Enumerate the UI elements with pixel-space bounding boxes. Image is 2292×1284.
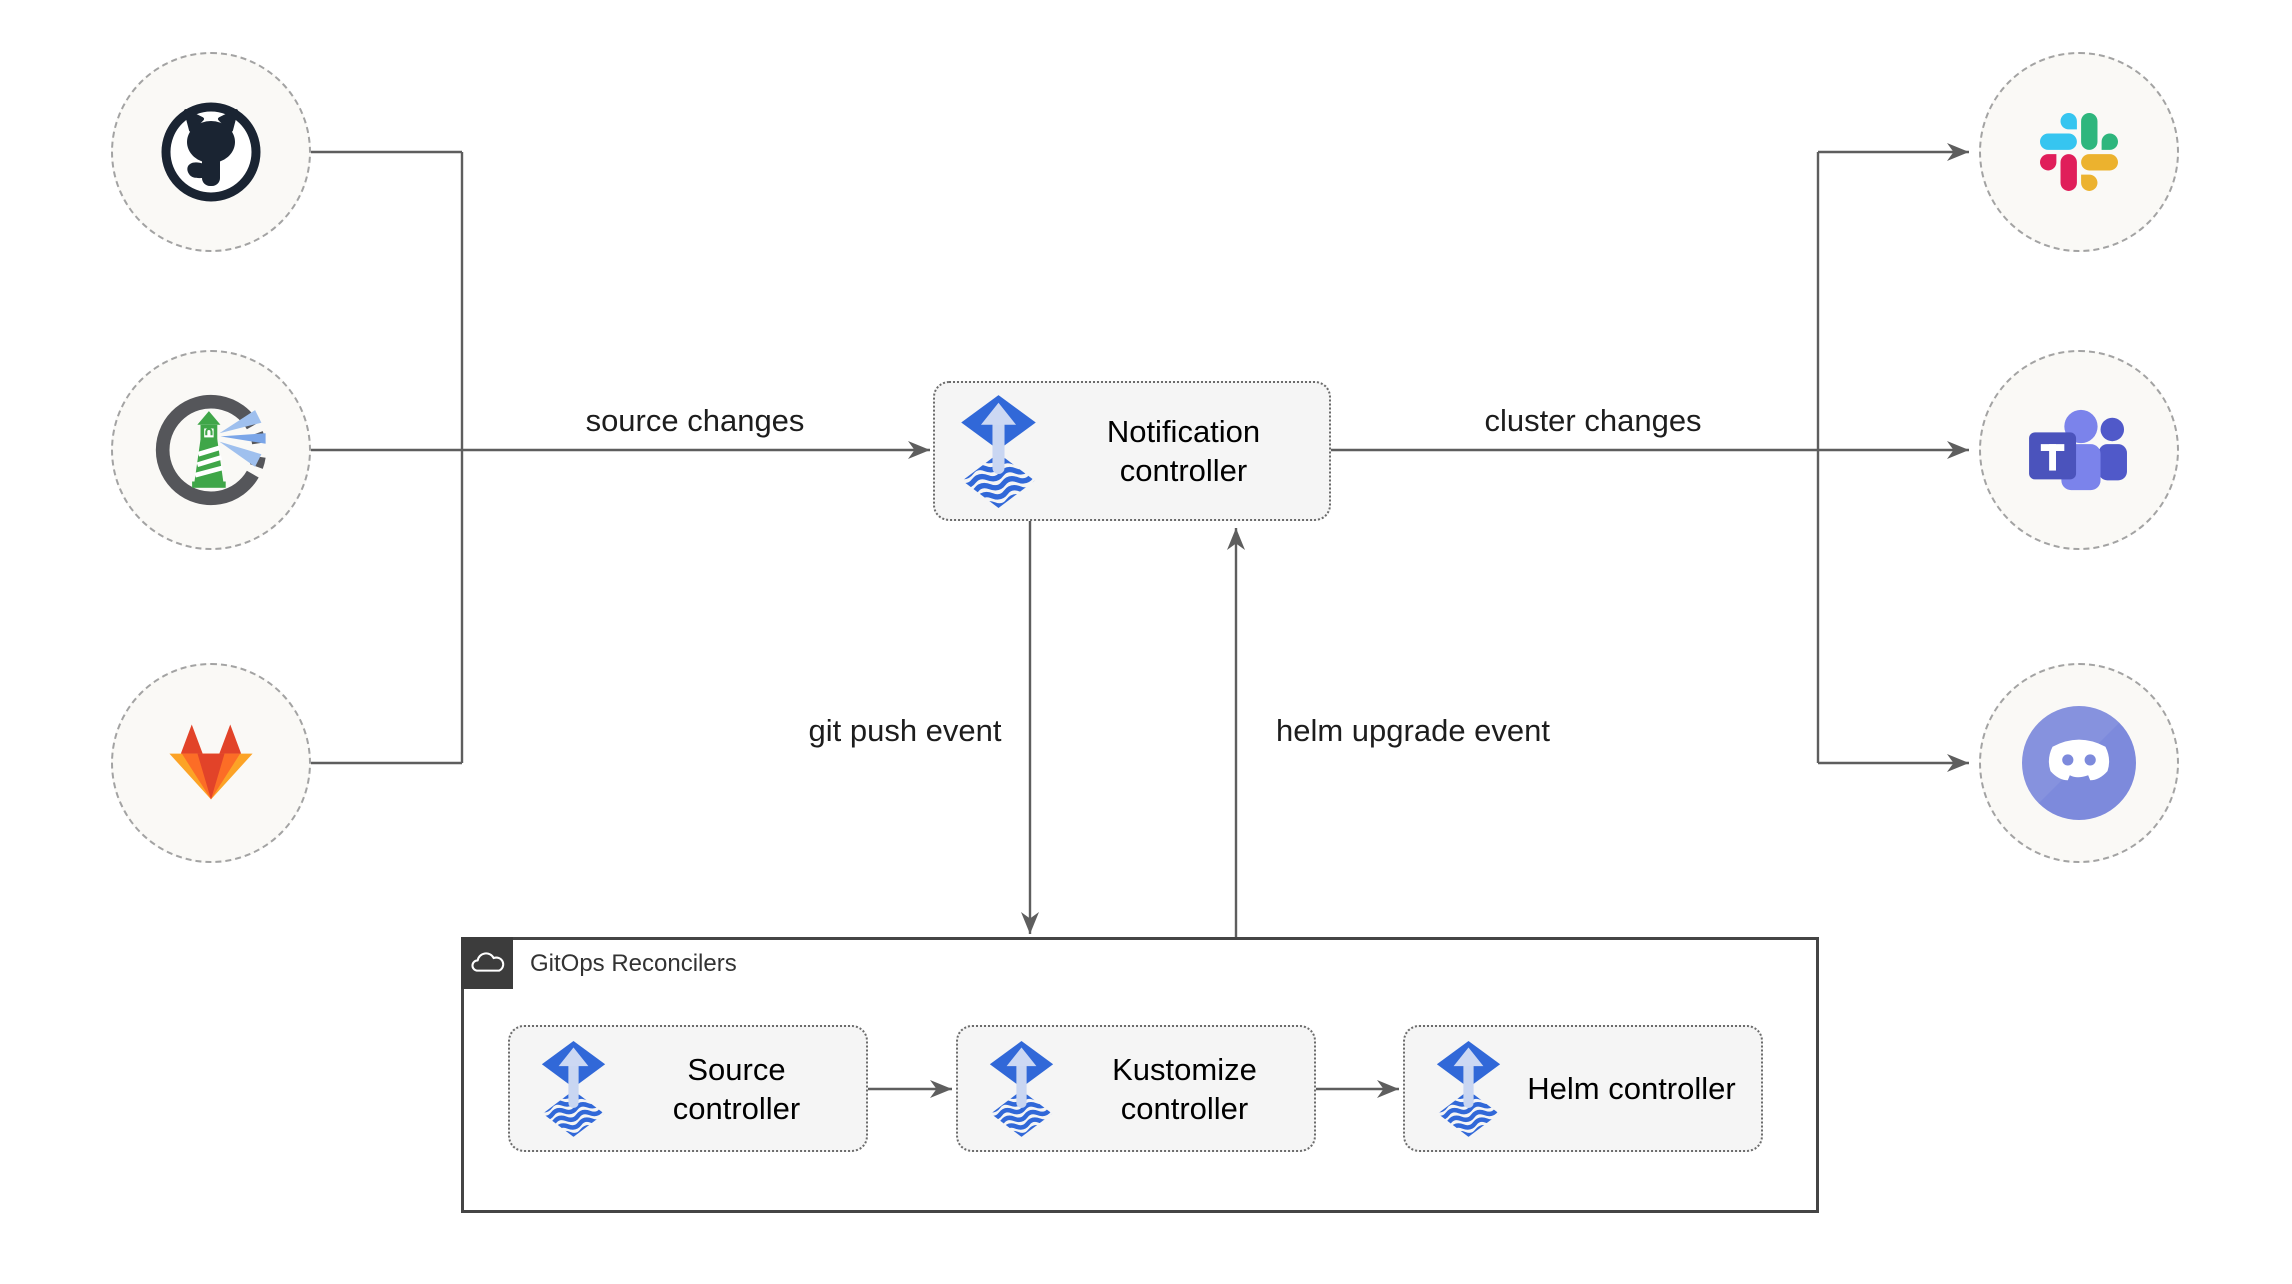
gitlab-node [111, 663, 311, 863]
kustomize-controller-label: Kustomize controller [1112, 1051, 1257, 1126]
flux-icon [1435, 1040, 1502, 1137]
helm-controller-label: Helm controller [1527, 1071, 1736, 1106]
container-corner [461, 937, 513, 989]
slack-icon [2040, 113, 2118, 191]
helm-upgrade-event-label: helm upgrade event [1275, 713, 1551, 748]
flux-icon [540, 1040, 607, 1137]
cluster-changes-label: cluster changes [1484, 403, 1702, 438]
kustomize-controller-node: Kustomize controller [956, 1025, 1316, 1152]
source-changes-label: source changes [585, 403, 805, 438]
github-icon [161, 102, 261, 202]
discord-icon [2022, 706, 2136, 820]
discord-node [1979, 663, 2179, 863]
teams-node [1979, 350, 2179, 550]
notification-controller-label: Notification controller [1106, 414, 1261, 488]
cloud-icon [471, 951, 505, 972]
harbor-icon [155, 394, 266, 506]
container-title: GitOps Reconcilers [530, 950, 737, 977]
gitops-reconcilers-container: GitOps Reconcilers [461, 937, 1819, 1213]
notification-controller-node: Notification controller [933, 381, 1331, 521]
flux-icon [988, 1040, 1055, 1137]
gitlab-icon [169, 724, 253, 800]
source-controller-label: Source controller [672, 1051, 801, 1126]
source-controller-node: Source controller [508, 1025, 868, 1152]
github-node [111, 52, 311, 252]
git-push-event-label: git push event [808, 713, 1002, 748]
harbor-node [111, 350, 311, 550]
helm-controller-node: Helm controller [1403, 1025, 1763, 1152]
flux-icon [959, 394, 1038, 508]
slack-node [1979, 52, 2179, 252]
teams-icon [2029, 409, 2127, 491]
